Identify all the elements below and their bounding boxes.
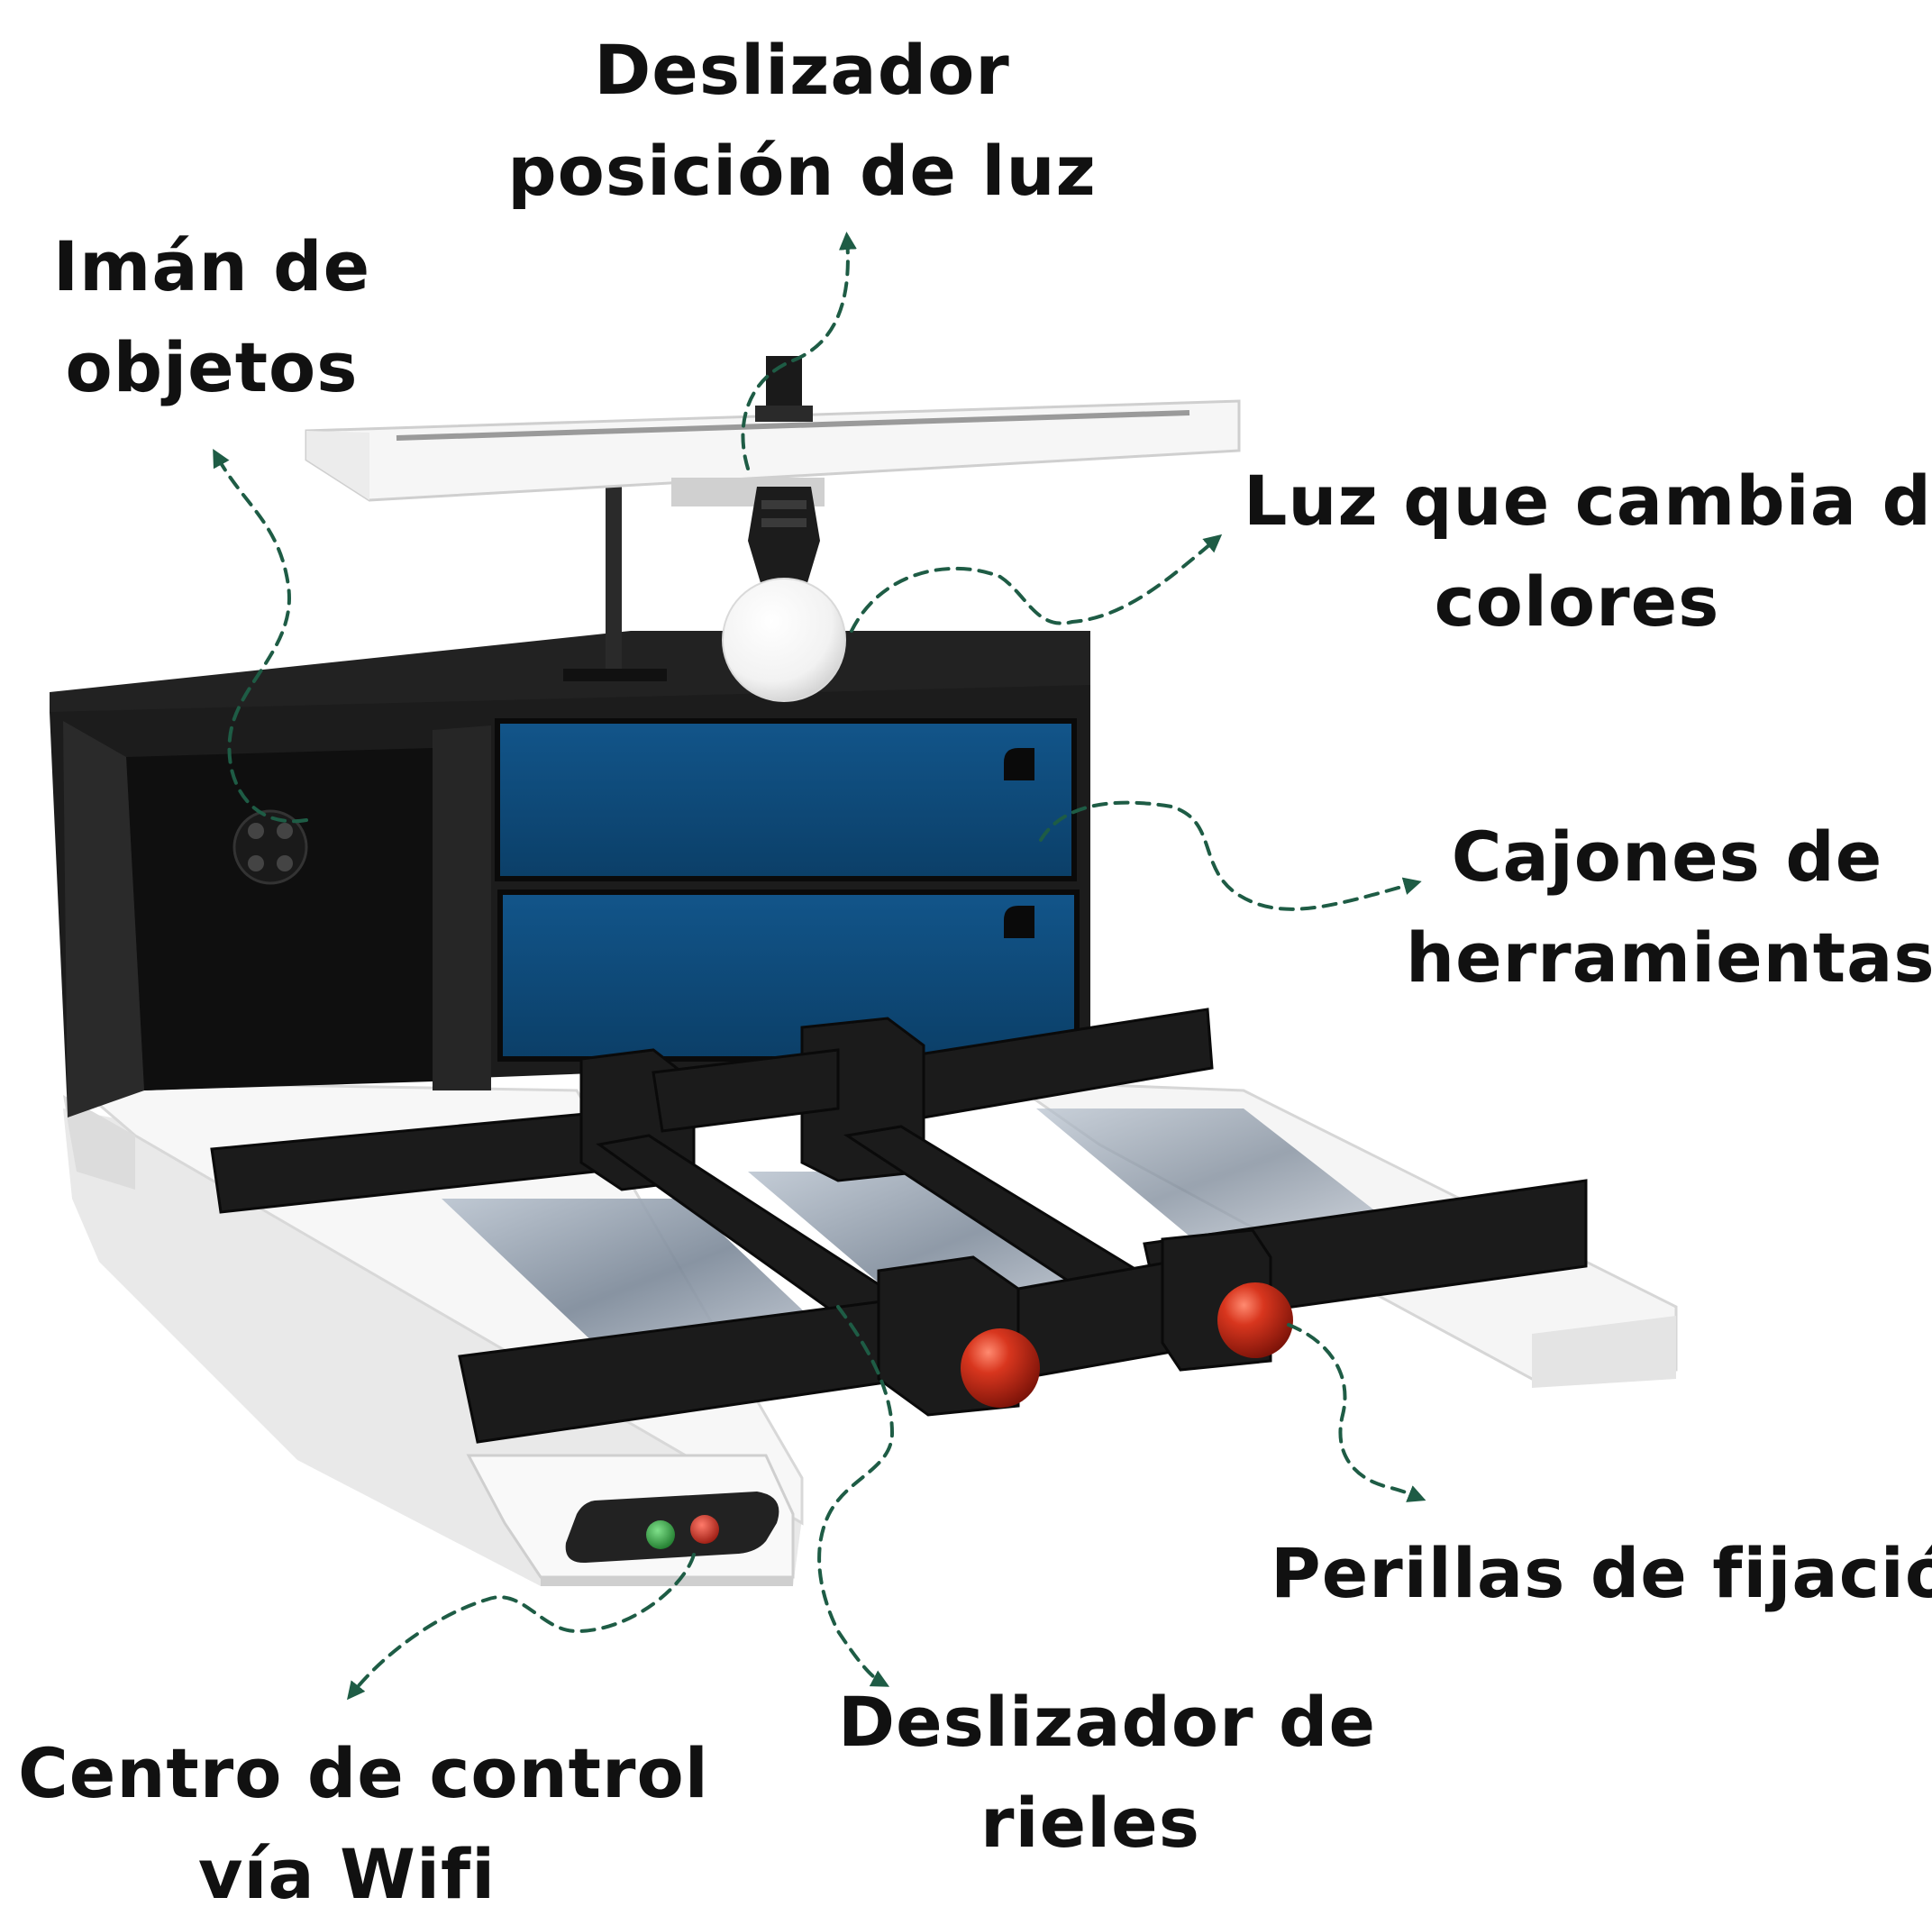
rail-frame bbox=[210, 1008, 1588, 1444]
label-color-changing-light: Luz que cambia de colores bbox=[1244, 451, 1932, 652]
fixing-knobs bbox=[961, 1282, 1293, 1408]
label-line: colores bbox=[1434, 561, 1720, 642]
tool-drawers bbox=[495, 718, 1080, 1062]
label-line: objetos bbox=[65, 327, 359, 407]
arrow-color-light bbox=[850, 534, 1223, 633]
label-line: Deslizador de bbox=[838, 1682, 1376, 1762]
arrow-rails bbox=[817, 1305, 895, 1687]
label-line: herramientas bbox=[1406, 917, 1932, 998]
label-line: Luz que cambia de bbox=[1244, 461, 1932, 541]
label-wifi-control-center: Centro de control vía Wifi bbox=[18, 1723, 709, 1925]
light-bulb-icon bbox=[722, 487, 846, 702]
wifi-control-center bbox=[565, 1492, 779, 1564]
label-line: posición de luz bbox=[507, 131, 1097, 211]
arrow-light-slider bbox=[741, 232, 857, 470]
label-object-magnet: Imán de objetos bbox=[50, 216, 374, 418]
callout-arrows bbox=[213, 232, 1426, 1701]
label-line: Centro de control bbox=[18, 1733, 709, 1813]
label-rail-slider: Deslizador de rieles bbox=[838, 1672, 1376, 1874]
label-line: Cajones de bbox=[1451, 817, 1883, 897]
arrow-control-center bbox=[347, 1553, 696, 1701]
magnet-icon bbox=[232, 809, 308, 885]
arrow-drawers bbox=[1039, 800, 1422, 911]
label-line: Perillas de fijación bbox=[1271, 1533, 1932, 1613]
arrow-magnet bbox=[213, 448, 308, 824]
label-line: rieles bbox=[980, 1783, 1200, 1863]
label-fixing-knobs: Perillas de fijación bbox=[1271, 1523, 1932, 1624]
label-light-position-slider: Deslizador posición de luz bbox=[505, 20, 1099, 222]
label-line: vía Wifi bbox=[197, 1834, 497, 1914]
label-tool-drawers: Cajones de herramientas bbox=[1406, 807, 1932, 1008]
label-line: Deslizador bbox=[594, 30, 1010, 110]
label-line: Imán de bbox=[52, 226, 371, 306]
arrow-knobs bbox=[1287, 1323, 1426, 1502]
